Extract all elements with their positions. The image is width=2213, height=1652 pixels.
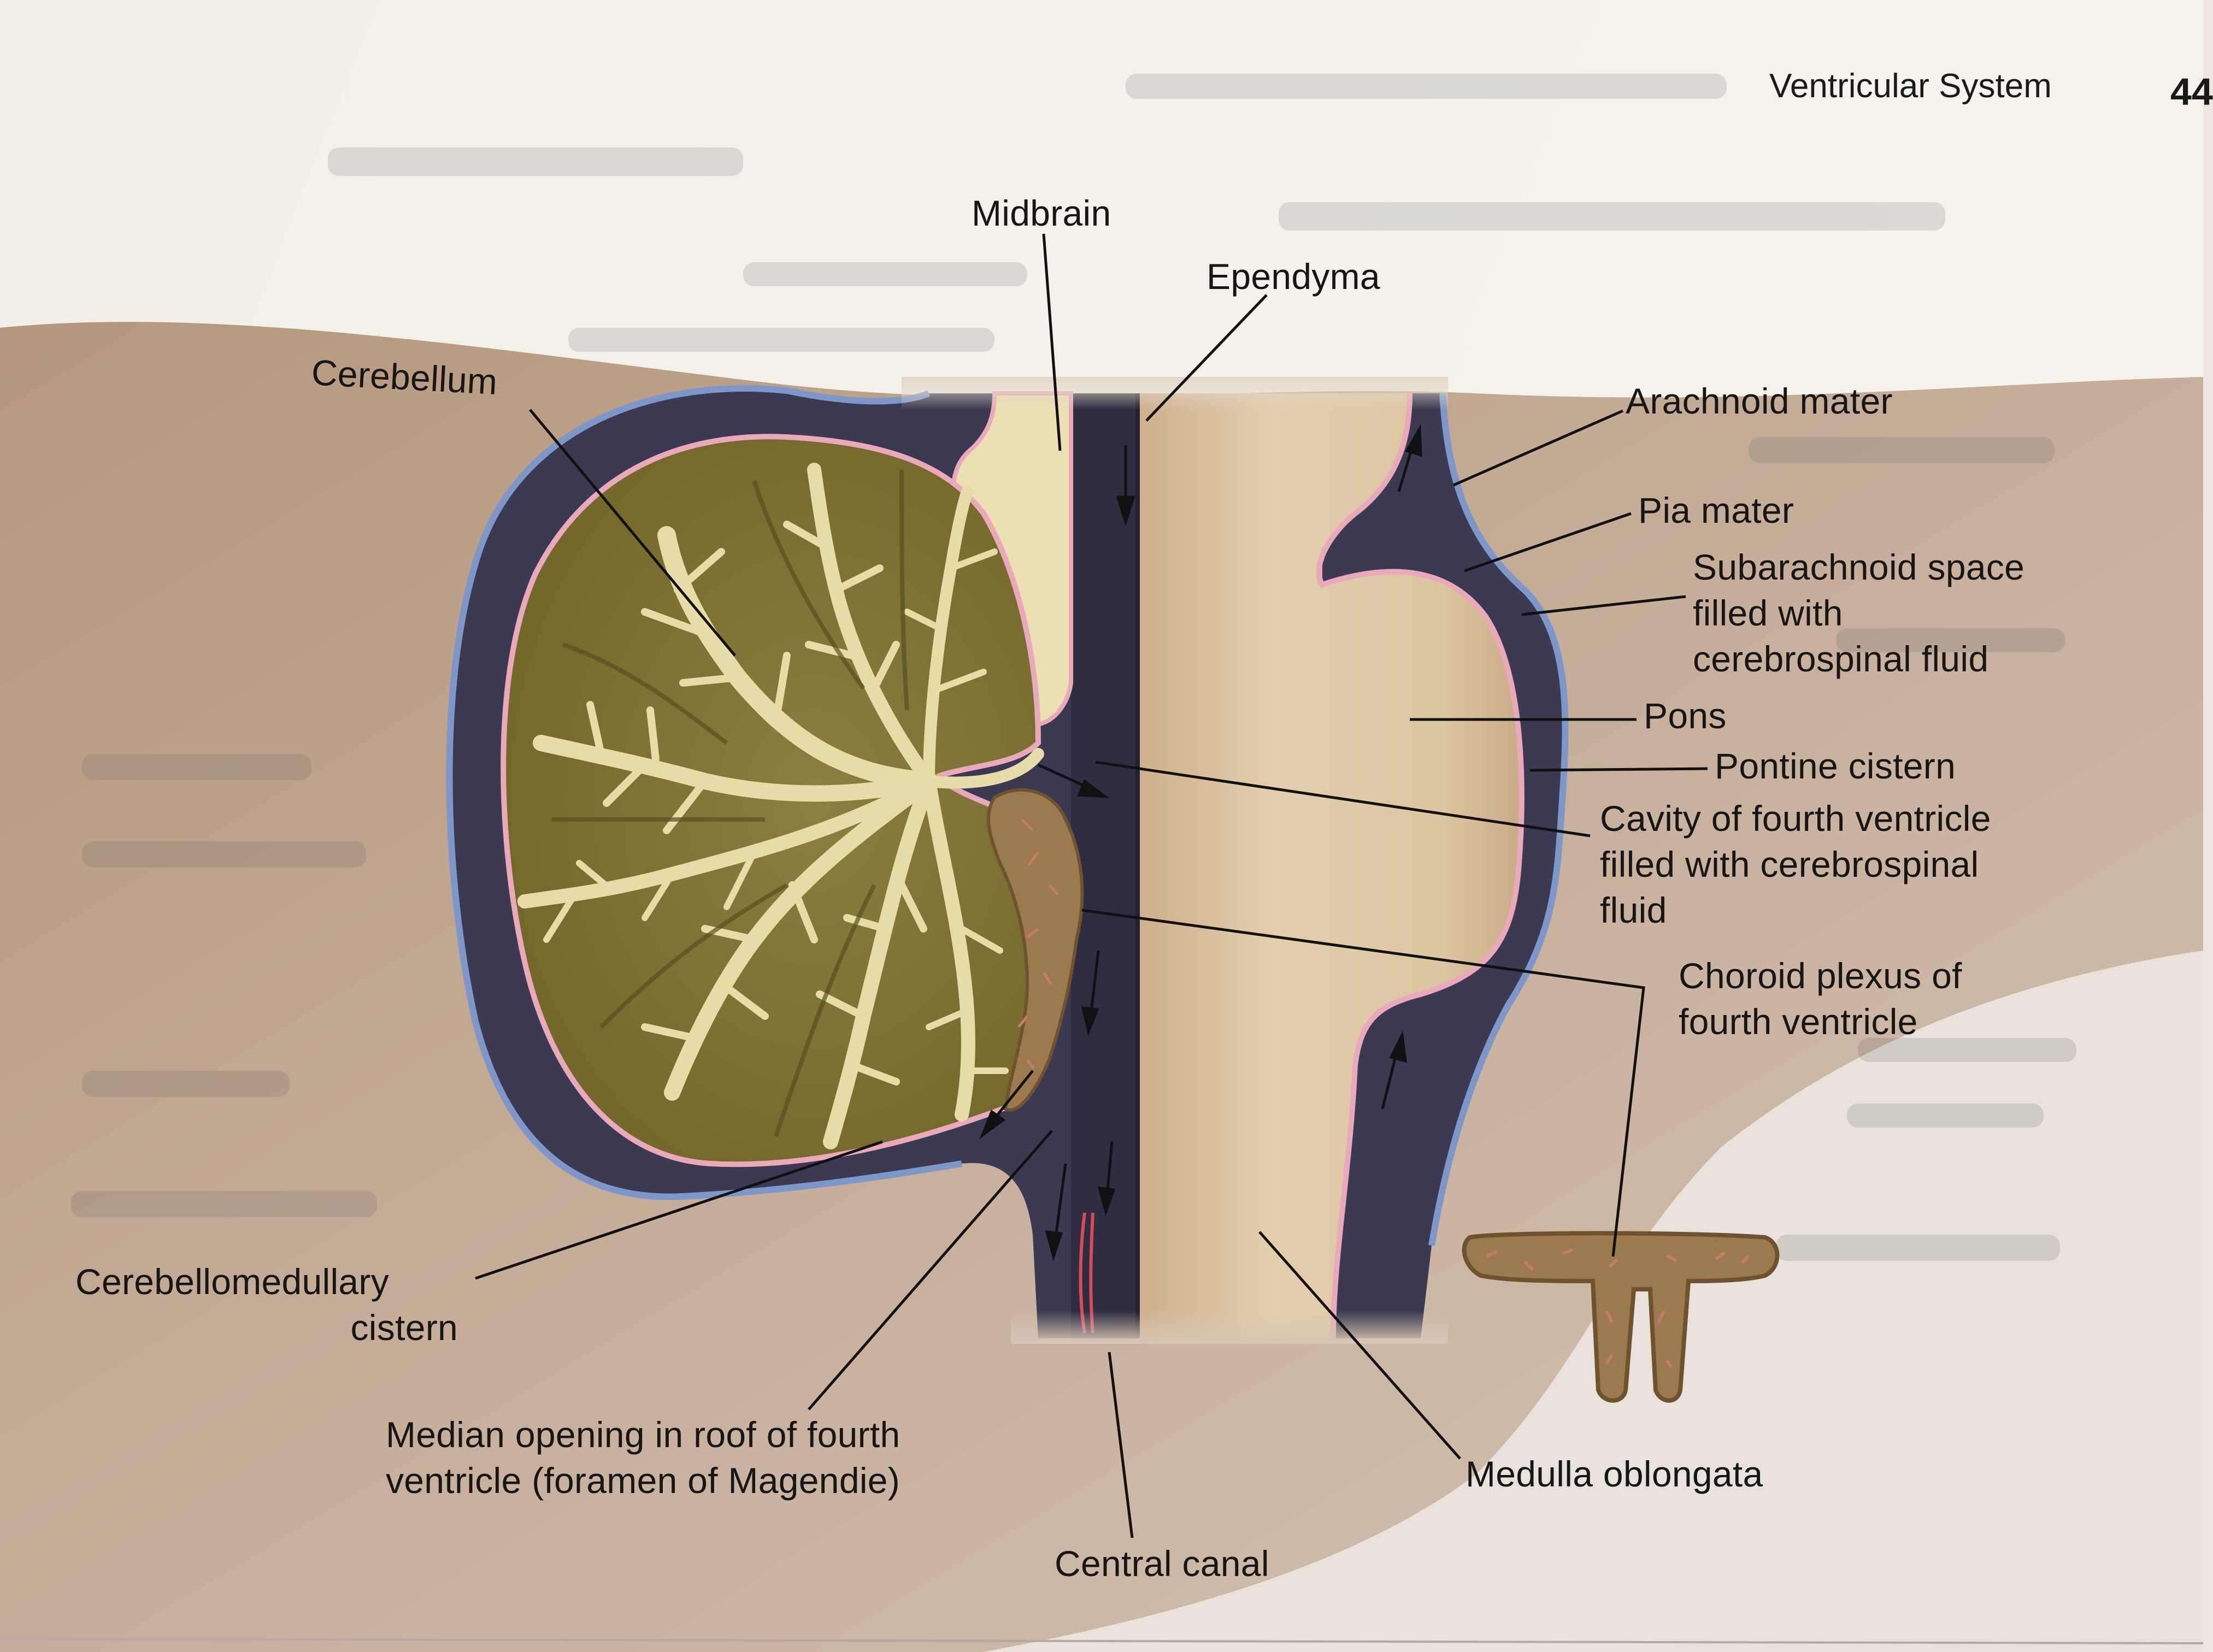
- page-bottom-edge: [0, 1638, 2204, 1644]
- label-pons: Pons: [1644, 695, 1727, 736]
- flow-arrow-head: [1405, 424, 1422, 457]
- flow-arrow-head: [1097, 1187, 1116, 1217]
- label-cerebellomedullary-cistern: Cerebellomedullary cistern: [75, 1259, 469, 1350]
- flow-arrow-head: [1116, 495, 1135, 527]
- label-cerebellum: Cerebellum: [310, 352, 499, 402]
- label-subarachnoid-line1: Subarachnoid space: [1693, 547, 2025, 587]
- label-pia-mater: Pia mater: [1638, 490, 1794, 530]
- label-medulla-oblongata: Medulla oblongata: [1465, 1454, 1763, 1494]
- flow-arrow-head: [1389, 1030, 1407, 1063]
- leader-midbrain: [1042, 233, 1062, 451]
- leader-pontine-cistern: [1529, 767, 1708, 772]
- label-midbrain: Midbrain: [972, 193, 1111, 233]
- leader-cerebellum: [529, 409, 736, 657]
- label-median-opening-line1: Median opening in roof of fourth: [386, 1414, 900, 1455]
- leader-pia: [1464, 512, 1632, 573]
- leader-central-canal: [1108, 1352, 1134, 1538]
- section-title: Ventricular System: [1769, 67, 2052, 105]
- label-fourth-ventricle-line1: Cavity of fourth ventricle: [1600, 798, 1991, 839]
- flow-arrow-head: [1081, 1006, 1099, 1036]
- label-central-canal: Central canal: [1055, 1543, 1269, 1584]
- label-cerebellomedullary-line1: Cerebellomedullary: [75, 1261, 390, 1302]
- cerebellar-fissures: [552, 469, 909, 1137]
- leader-fourth-ventricle: [1095, 760, 1591, 837]
- bottom-fade: [1011, 1311, 1448, 1344]
- label-choroid-plexus: Choroid plexus of fourth ventricle: [1679, 953, 1962, 1045]
- leader-median-opening: [808, 1130, 1053, 1411]
- leader-subarachnoid: [1521, 595, 1686, 616]
- label-cerebellomedullary-line2: cistern: [350, 1307, 458, 1348]
- pia-mater-outline: [1316, 393, 1525, 1339]
- csf-flow-arrows: [979, 424, 1422, 1261]
- label-subarachnoid-line2: filled with: [1693, 593, 1843, 633]
- flow-arrow-head: [1045, 1230, 1063, 1261]
- label-ependyma: Ependyma: [1206, 256, 1380, 297]
- label-pontine-cistern: Pontine cistern: [1715, 746, 1956, 786]
- choroid-plexus-texture: [1017, 818, 1059, 1070]
- leader-lines: [475, 233, 1708, 1538]
- page-number: 44: [2170, 70, 2213, 113]
- label-median-opening: Median opening in roof of fourth ventric…: [386, 1412, 900, 1503]
- label-choroid-plexus-line1: Choroid plexus of: [1679, 955, 1962, 996]
- leader-cerebellomedullary: [475, 1140, 883, 1280]
- arachnoid-mater-right: [1428, 393, 1569, 1246]
- brainstem: [1137, 393, 1522, 1338]
- flow-arrow-head: [1077, 779, 1110, 799]
- label-median-opening-line2: ventricle (foramen of Magendie): [386, 1460, 900, 1501]
- leader-ependyma: [1145, 294, 1268, 422]
- leader-choroid-plexus: [1081, 908, 1645, 1257]
- choroid-plexus: [987, 788, 1084, 1112]
- label-subarachnoid-space: Subarachnoid space filled with cerebrosp…: [1693, 544, 2024, 682]
- bleed-through-text: [71, 74, 2076, 1261]
- label-fourth-ventricle-line2: filled with cerebrospinal: [1600, 844, 1979, 884]
- arachnoid-mater-edge: [446, 385, 962, 1200]
- label-fourth-ventricle-cavity: Cavity of fourth ventricle filled with c…: [1600, 795, 1991, 933]
- label-fourth-ventricle-line3: fluid: [1600, 890, 1667, 930]
- fourth-ventricle-cavity: [1071, 393, 1137, 1338]
- top-fade: [902, 377, 1448, 410]
- label-subarachnoid-line3: cerebrospinal fluid: [1693, 639, 1989, 679]
- leader-arachnoid: [1452, 409, 1624, 487]
- lower-right-light: [984, 951, 2203, 1652]
- label-choroid-plexus-line2: fourth ventricle: [1679, 1001, 1918, 1042]
- arbor-vitae: [517, 463, 1044, 1149]
- leader-medulla: [1258, 1231, 1461, 1460]
- flow-arrow-head: [979, 1110, 1006, 1140]
- choroid-plexus-inset: [1462, 1231, 1780, 1403]
- label-arachnoid-mater: Arachnoid mater: [1626, 381, 1893, 421]
